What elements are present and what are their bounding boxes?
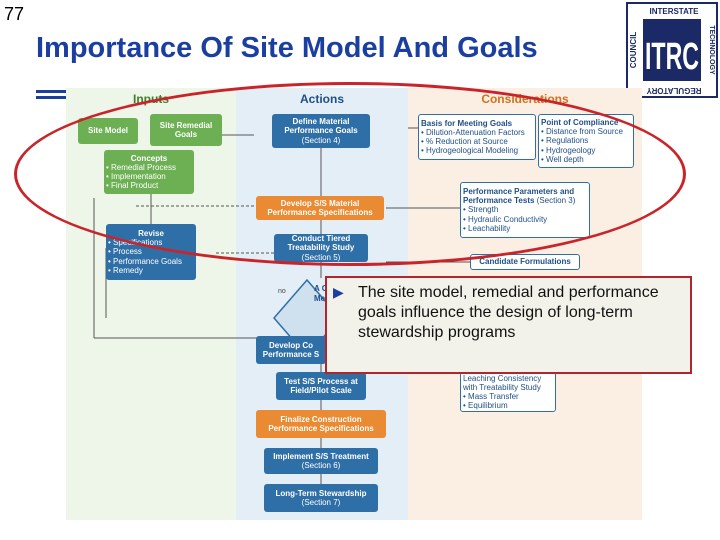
test-process-box: Test S/S Process at Field/Pilot Scale [276,372,366,400]
title-rule [36,90,68,93]
svg-text:TECHNOLOGY: TECHNOLOGY [708,25,715,75]
bullet-arrow-icon: ▶ [333,284,344,300]
implement-box: Implement S/S Treatment(Section 6) [264,448,378,474]
itrc-logo: INTERSTATE REGULATORY COUNCIL TECHNOLOGY… [626,2,718,98]
finalize-box: Finalize Construction Performance Specif… [256,410,386,438]
decision-no-label: no [278,288,286,295]
svg-text:REGULATORY: REGULATORY [646,86,702,95]
callout-box: ▶ The site model, remedial and performan… [325,276,692,374]
leaching-box: Leaching Consistency with Treatability S… [460,372,556,412]
develop-construction-box: Develop Co Performance S [256,336,326,364]
svg-text:ITRC: ITRC [645,36,699,78]
svg-text:COUNCIL: COUNCIL [629,32,638,69]
stewardship-box: Long-Term Stewardship(Section 7) [264,484,378,512]
highlight-ellipse [14,82,686,266]
candidate-formulations-box: Candidate Formulations [470,254,580,270]
callout-text: The site model, remedial and performance… [358,284,659,341]
slide-number: 77 [4,4,25,24]
title-rule-2 [36,96,68,99]
decision-label: A Cri Me [314,284,333,304]
page-title: Importance Of Site Model And Goals [36,32,538,64]
svg-text:INTERSTATE: INTERSTATE [649,7,699,16]
